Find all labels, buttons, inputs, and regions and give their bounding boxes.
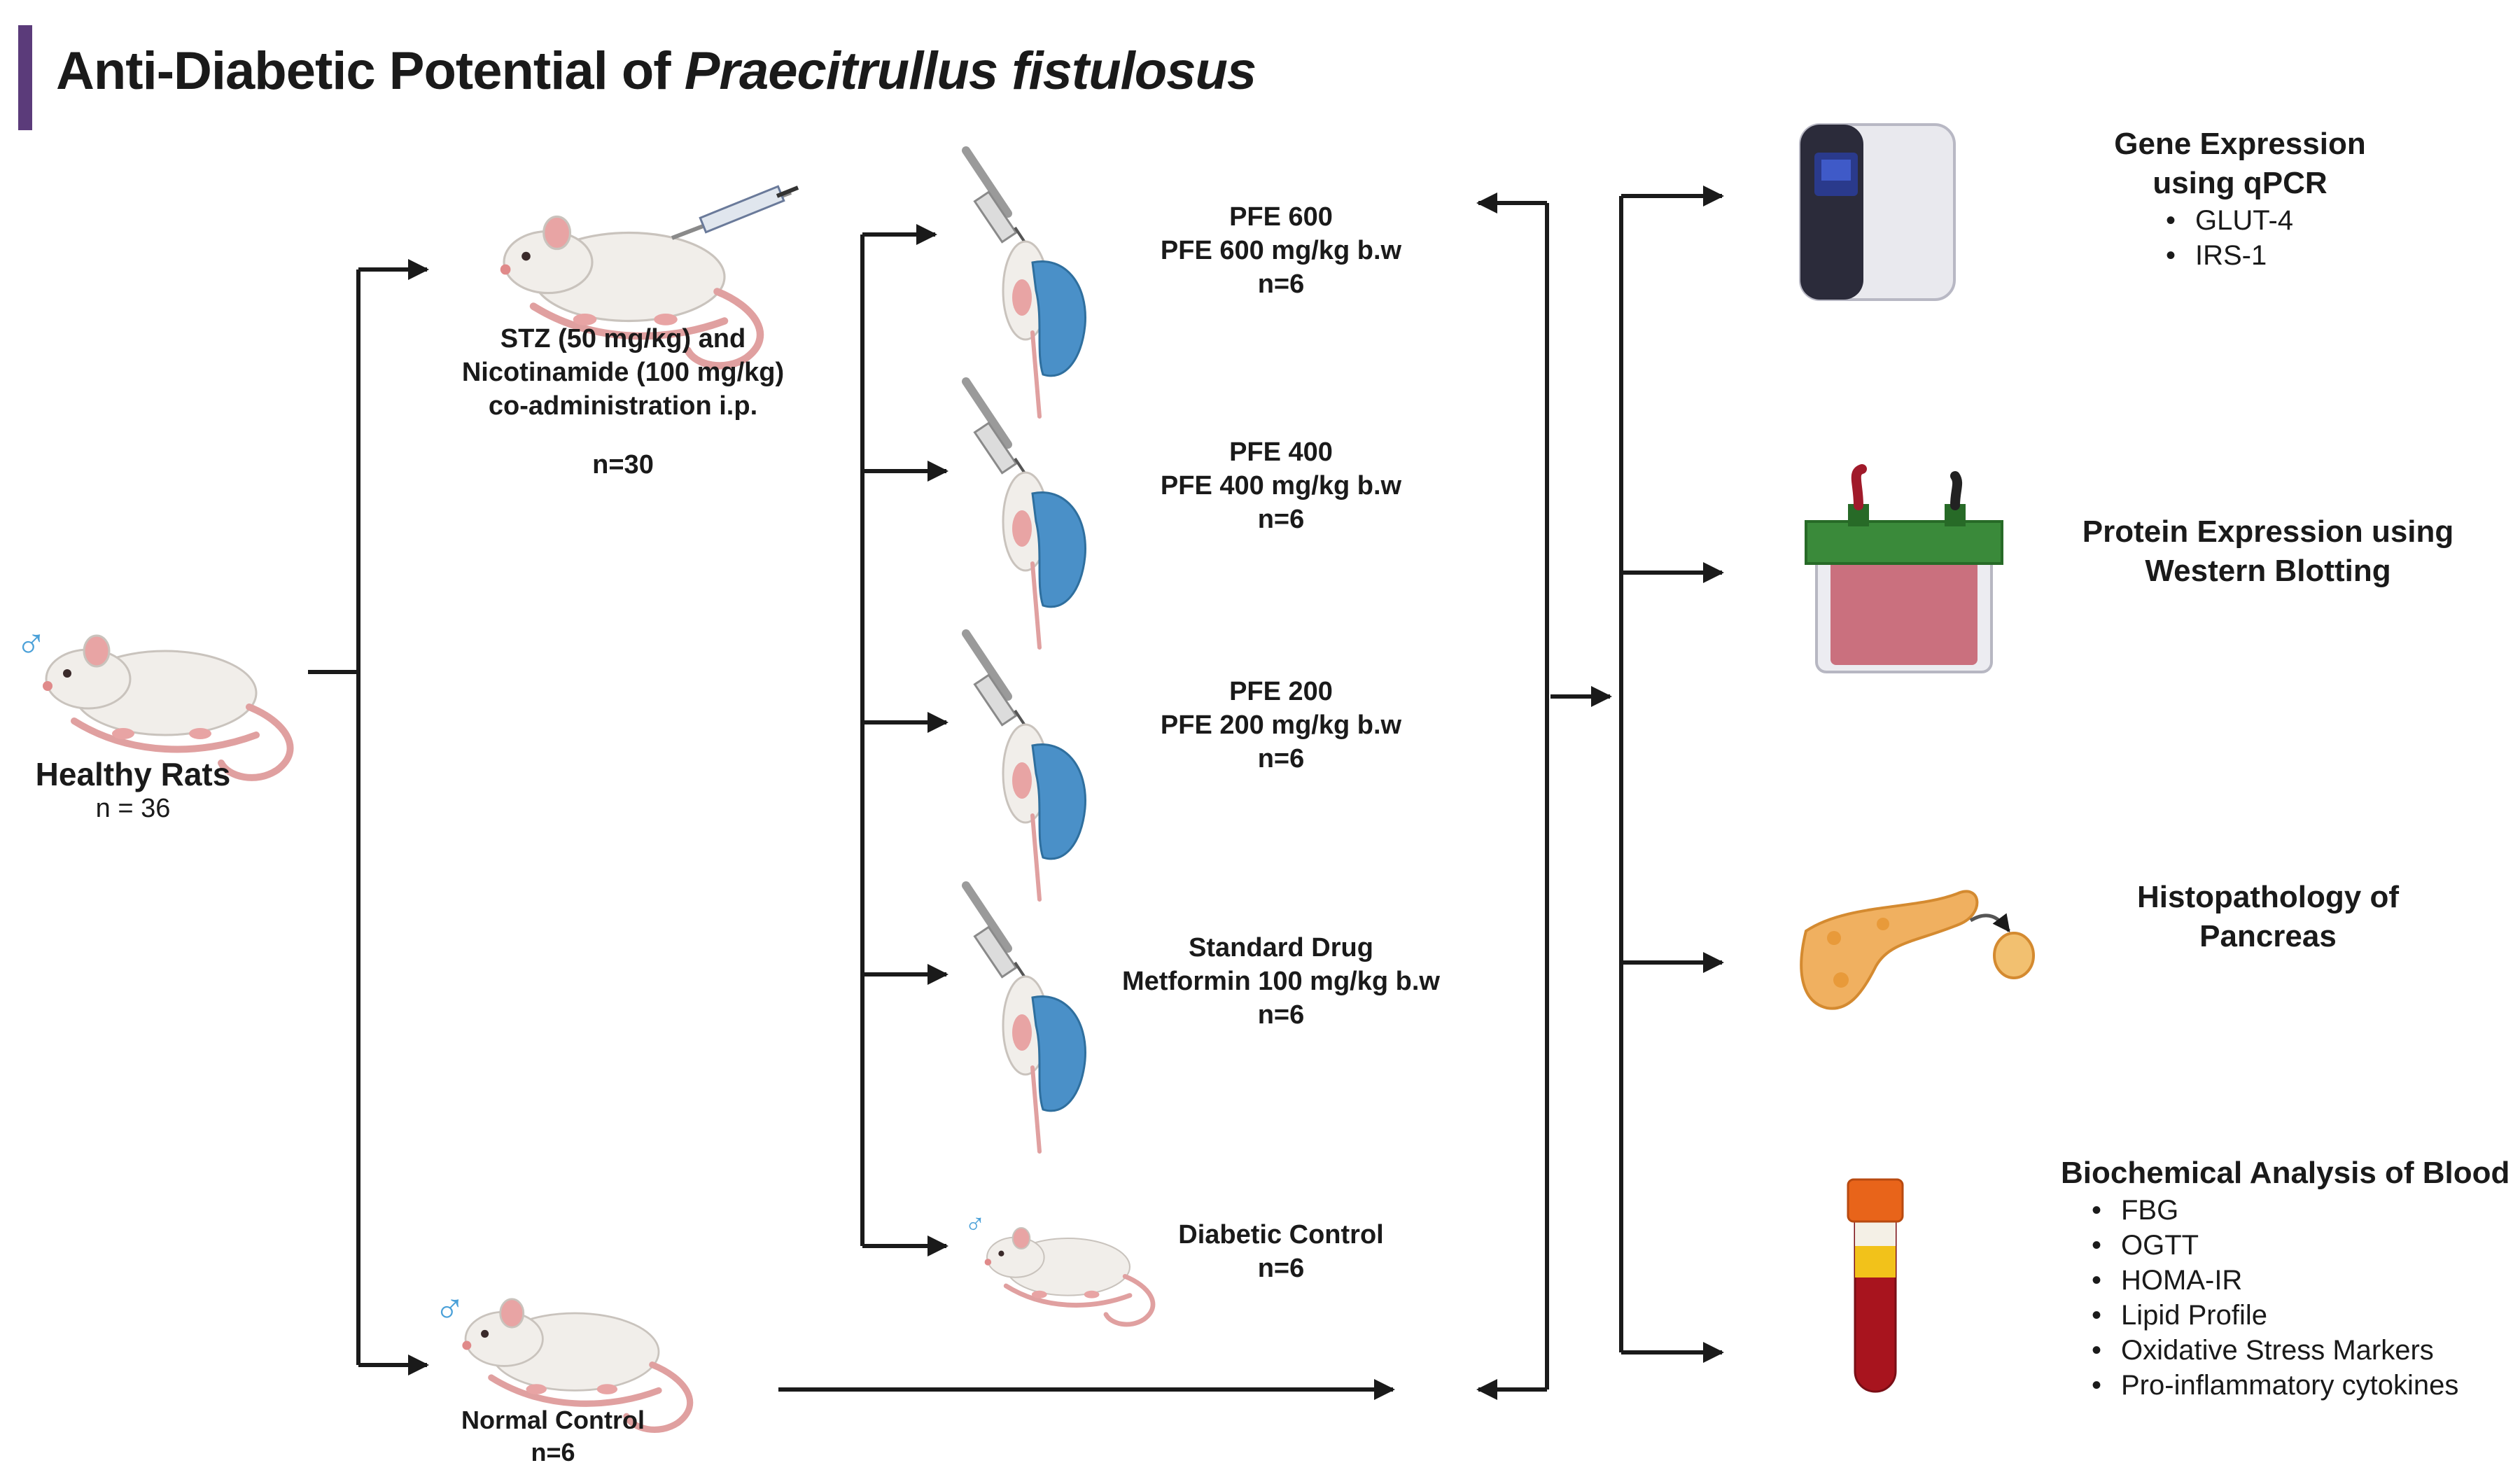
list-item: Lipid Profile	[2089, 1298, 2509, 1333]
blood-tube-icon	[1847, 1178, 1904, 1393]
gene-list: GLUT-4 IRS-1	[2163, 203, 2394, 273]
group-dose: PFE 200 mg/kg b.w	[1160, 710, 1402, 740]
group-n: n=6	[1257, 744, 1305, 774]
outcome-title-line1: Histopathology of	[2137, 880, 2399, 914]
group-name: PFE 400	[1229, 438, 1333, 467]
outcome-title-line2: Western Blotting	[2145, 554, 2391, 588]
qpcr-machine-icon	[1799, 123, 1956, 301]
induction-n: n=30	[592, 450, 654, 479]
blood-list: FBG OGTT HOMA-IR Lipid Profile Oxidative…	[2089, 1193, 2509, 1403]
title-prefix: Anti-Diabetic Potential of	[56, 41, 685, 101]
group-pfe-600: PFE 600 PFE 600 mg/kg b.w n=6	[1092, 200, 1470, 301]
induction-line1: STZ (50 mg/kg) and	[500, 324, 746, 354]
pancreas-icon	[1800, 890, 2035, 1010]
induction-line3: co-administration i.p.	[488, 391, 758, 421]
diabetic-control-male-symbol: ♂	[965, 1209, 986, 1240]
outcome-blood-analysis: Biochemical Analysis of Blood FBG OGTT H…	[2061, 1154, 2510, 1403]
healthy-rats-title: Healthy Rats	[35, 756, 231, 792]
outcome-histopathology: Histopathology of Pancreas	[2100, 878, 2436, 956]
outcome-title-line1: Gene Expression	[2114, 127, 2366, 161]
group-dose: PFE 600 mg/kg b.w	[1160, 236, 1402, 265]
group-name: PFE 600	[1229, 202, 1333, 232]
title-accent-bar	[18, 25, 32, 130]
outcome-title-line2: using qPCR	[2152, 166, 2328, 200]
connectors	[308, 186, 1724, 1400]
healthy-male-symbol: ♂	[15, 620, 47, 667]
induction-label: STZ (50 mg/kg) and Nicotinamide (100 mg/…	[413, 322, 833, 482]
group-pfe-400: PFE 400 PFE 400 mg/kg b.w n=6	[1092, 435, 1470, 536]
group-n: n=6	[1257, 1000, 1305, 1030]
group-name: PFE 200	[1229, 677, 1333, 706]
page-title: Anti-Diabetic Potential of Praecitrullus…	[56, 41, 1256, 102]
induction-line2: Nicotinamide (100 mg/kg)	[461, 358, 785, 387]
group-pfe-200: PFE 200 PFE 200 mg/kg b.w n=6	[1092, 675, 1470, 776]
list-item: IRS-1	[2163, 238, 2394, 273]
list-item: Pro-inflammatory cytokines	[2089, 1368, 2509, 1403]
normal-control-title: Normal Control	[461, 1406, 645, 1434]
list-item: Oxidative Stress Markers	[2089, 1333, 2509, 1368]
list-item: GLUT-4	[2163, 203, 2394, 238]
group-dose: Metformin 100 mg/kg b.w	[1122, 967, 1440, 996]
pfe-400-injection-icon	[966, 382, 1085, 648]
group-n: n=6	[1257, 270, 1305, 299]
group-n: n=6	[1257, 1254, 1305, 1283]
pfe-600-injection-icon	[966, 150, 1085, 416]
group-name: Standard Drug	[1189, 933, 1373, 962]
healthy-rats-n: n = 36	[95, 794, 171, 823]
title-species: Praecitrullus fistulosus	[684, 41, 1256, 101]
normal-control-n: n=6	[531, 1438, 575, 1466]
group-diabetic-control: Diabetic Control n=6	[1092, 1218, 1470, 1285]
injected-rat-icon	[500, 185, 799, 365]
outcome-title-line1: Biochemical Analysis of Blood	[2061, 1156, 2510, 1190]
group-standard-drug: Standard Drug Metformin 100 mg/kg b.w n=…	[1092, 931, 1470, 1032]
western-blot-tank-icon	[1805, 464, 2003, 673]
outcome-title-line2: Pancreas	[2199, 919, 2337, 953]
healthy-rats-label: Healthy Rats n = 36	[28, 755, 238, 823]
group-name: Diabetic Control	[1178, 1220, 1384, 1250]
outcome-title-line1: Protein Expression using	[2082, 514, 2454, 549]
pfe-200-injection-icon	[966, 634, 1085, 899]
metformin-injection-icon	[966, 886, 1085, 1152]
list-item: OGTT	[2089, 1228, 2509, 1263]
outcome-protein-expression: Protein Expression using Western Blottin…	[2072, 512, 2464, 591]
normal-control-male-symbol: ♂	[434, 1285, 465, 1332]
list-item: FBG	[2089, 1193, 2509, 1228]
group-n: n=6	[1257, 505, 1305, 534]
group-dose: PFE 400 mg/kg b.w	[1160, 471, 1402, 500]
outcome-gene-expression: Gene Expression using qPCR GLUT-4 IRS-1	[2086, 125, 2394, 273]
list-item: HOMA-IR	[2089, 1263, 2509, 1298]
normal-control-label: Normal Control n=6	[420, 1404, 686, 1469]
